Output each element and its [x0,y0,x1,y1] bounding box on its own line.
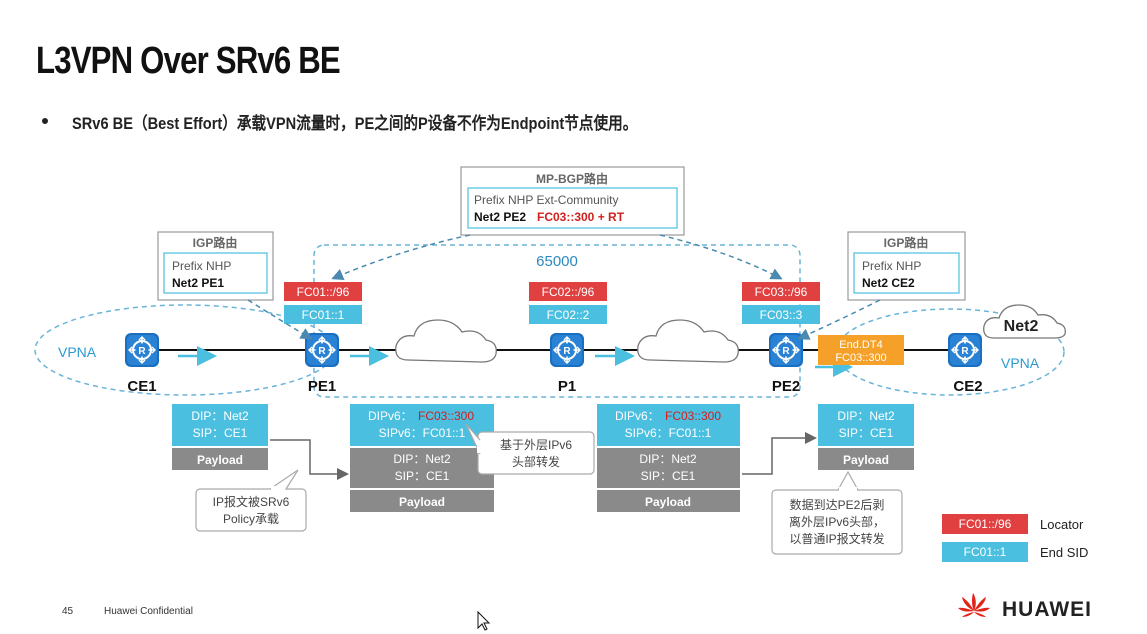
vpna-left-label: VPNA [58,344,97,360]
router-pe2-icon [768,332,804,368]
locator-pe2 [742,282,820,301]
router-ce2-icon [947,332,983,368]
cloud-left [395,319,497,363]
node-ce2: CE2 [953,378,982,395]
packet-1-payload: Payload [197,453,243,467]
packet-3-sipv6: SIPv6：FC01::1 [625,426,712,440]
packet-2-dip: DIP：Net2 [393,452,451,466]
callout-pe2-line3: 以普通IP报文转发 [789,531,884,546]
locator-p1 [529,282,607,301]
legend-sid-sample: FC01::1 [964,545,1007,559]
legend-locator-sample: FC01::/96 [959,517,1012,531]
end-dt4-box [818,335,904,365]
packet-2-sipv6: SIPv6：FC01::1 [379,426,466,440]
locator-pe2-text: FC03::/96 [755,285,808,299]
packet-1-dip: DIP：Net2 [191,409,249,423]
legend-locator-label: Locator [1040,517,1084,532]
router-p1-icon [549,332,585,368]
node-ce1: CE1 [127,378,156,395]
igp-right-row: Net2 CE2 [862,276,915,290]
callout-srv6-line2: Policy承载 [223,512,279,526]
cloud-right [637,319,739,363]
packet-1: DIP：Net2 SIP：CE1 Payload [172,404,268,470]
packet-arrow-1 [270,439,349,480]
locator-p1-text: FC02::/96 [542,285,595,299]
packet-3-sip: SIP：CE1 [641,469,696,483]
vpna-right-region [835,308,1065,396]
igp-left-header: Prefix NHP [172,259,231,273]
callout-ipv6-forward: 基于外层IPv6 头部转发 [465,423,595,475]
callout-pe2-line2: 离外层IPv6头部， [789,514,885,529]
packet-2-dipv6-label: DIPv6： [368,409,413,423]
node-p1: P1 [558,378,576,395]
net2-label: Net2 [1004,318,1039,335]
packet-3-payload: Payload [645,495,691,509]
igp-left-row: Net2 PE1 [172,276,224,290]
igp-right-header: Prefix NHP [862,259,921,273]
mpbgp-header: Prefix NHP Ext-Community [474,193,618,207]
page-number: 45 [62,606,74,617]
node-pe2: PE2 [772,378,800,395]
locator-pe1 [284,282,362,301]
callout-pe2-line1: 数据到达PE2后剥 [790,497,885,512]
packet-1-sip: SIP：CE1 [193,426,248,440]
callout-pe2-strip: 数据到达PE2后剥 离外层IPv6头部， 以普通IP报文转发 [771,470,903,555]
callout-srv6-policy: IP报文被SRv6 Policy承载 [195,469,307,532]
igp-right-inner [853,252,960,294]
end-dt4-line1: End.DT4 [839,339,882,351]
packet-4-dip: DIP：Net2 [837,409,895,423]
huawei-logo-icon [958,593,990,617]
slide-title: L3VPN Over SRv6 BE [36,40,341,82]
end-dt4-line2: FC03::300 [835,352,886,364]
packet-2: DIPv6： FC03::300 SIPv6：FC01::1 DIP：Net2 … [350,404,494,512]
net2-cloud: Net2 [983,304,1066,339]
packet-3-dip: DIP：Net2 [639,452,697,466]
mpbgp-inner [467,187,678,229]
packet-4-sip: SIP：CE1 [839,426,894,440]
locator-pe1-text: FC01::/96 [297,285,350,299]
sid-p1-text: FC02::2 [547,308,590,322]
packet-3-dipv6-label: DIPv6： [615,409,660,423]
packet-3-dipv6-value: FC03::300 [665,409,721,423]
node-pe1: PE1 [308,378,336,395]
igp-left-title: IGP路由 [193,235,238,250]
legend-sid-swatch [942,542,1028,562]
callout-ipv6-line2: 头部转发 [512,454,560,469]
sid-pe1 [284,305,362,324]
bullet-text: SRv6 BE（Best Effort）承载VPN流量时，PE之间的P设备不作为… [72,114,638,133]
vpna-right-label: VPNA [1001,355,1040,371]
mpbgp-arrow-right [659,234,783,280]
as-number: 65000 [536,253,578,270]
router-ce1-icon [124,332,160,368]
legend-sid-label: End SID [1040,545,1088,560]
mpbgp-title: MP-BGP路由 [536,171,608,186]
packet-4-payload: Payload [843,453,889,467]
packet-arrow-2 [742,432,817,475]
confidential-label: Huawei Confidential [104,606,193,617]
packet-3: DIPv6： FC03::300 SIPv6：FC01::1 DIP：Net2 … [597,404,740,512]
igp-right-title: IGP路由 [884,235,929,250]
packet-4: DIP：Net2 SIP：CE1 Payload [818,404,914,470]
router-pe1-icon [304,332,340,368]
legend-locator-swatch [942,514,1028,534]
mouse-cursor-icon [477,610,491,631]
sid-pe2 [742,305,820,324]
packet-2-dipv6-value: FC03::300 [418,409,474,423]
legend: FC01::/96 Locator FC01::1 End SID [942,514,1088,562]
packet-2-sip: SIP：CE1 [395,469,450,483]
bullet-dot [42,118,48,124]
huawei-brand: HUAWEI [1002,598,1092,621]
igp-left-inner [163,252,268,294]
callout-srv6-line1: IP报文被SRv6 [213,494,290,509]
sid-pe2-text: FC03::3 [760,308,803,322]
sid-pe1-text: FC01::1 [302,308,345,322]
sid-p1 [529,305,607,324]
mpbgp-row-prefix: Net2 PE2 [474,210,526,224]
mpbgp-arrow-left [331,234,471,281]
packet-2-payload: Payload [399,495,445,509]
callout-ipv6-line1: 基于外层IPv6 [500,438,572,452]
mpbgp-row-sid: FC03::300 + RT [537,210,625,224]
igp-left-arrow [247,299,313,340]
